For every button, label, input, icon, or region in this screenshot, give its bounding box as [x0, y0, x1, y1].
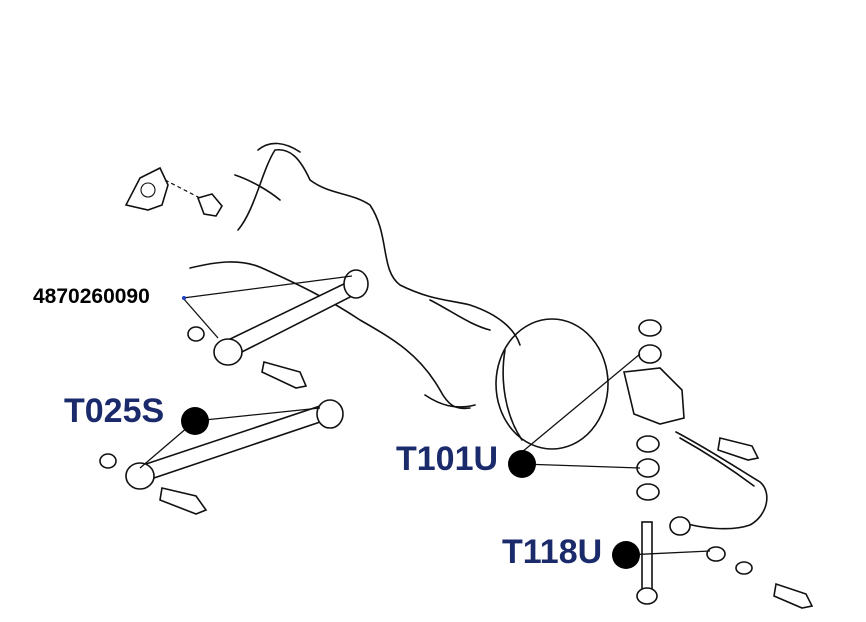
lower-arm-bolt: [159, 487, 208, 515]
stabilizer-bar: [675, 431, 768, 530]
stab-bush-mid: [636, 435, 660, 453]
stab-end: [669, 516, 691, 536]
lower-arm-bush-rear: [316, 399, 344, 429]
mount-bracket: [124, 166, 169, 211]
stab-bolt: [717, 437, 760, 461]
stab-bush-top: [638, 319, 662, 337]
axle-housing: [237, 149, 521, 346]
pointer-T101U: [521, 353, 641, 469]
bracket-bolt: [196, 193, 223, 217]
axle-housing-lower: [189, 261, 471, 410]
upper-arm-nut: [187, 326, 205, 342]
pointer-T118U: [625, 550, 711, 556]
stab-bush-bottom: [636, 483, 660, 501]
stab-mount-bracket: [623, 367, 685, 425]
hub-inner-edge: [502, 349, 523, 441]
lower-arm-nut: [99, 453, 117, 469]
upper-control-arm: [222, 278, 362, 358]
callout-dot-T101U: [508, 450, 536, 478]
stab-bush-upper: [638, 344, 662, 364]
axle-housing-tube: [424, 299, 491, 408]
upper-arm-bolt: [261, 360, 308, 389]
callout-dot-T025S: [181, 407, 209, 435]
link-bush-b: [735, 561, 753, 575]
stabilizer-bar-edge: [679, 437, 755, 487]
stab-link-end: [636, 587, 658, 605]
bolt-guide: [164, 179, 201, 199]
callout-label-T025S: T025S: [64, 392, 165, 430]
link-bolt: [773, 582, 814, 609]
callout-dot-4870260090: [182, 296, 186, 300]
axle-housing-top: [234, 142, 301, 201]
lower-arm-bush-front: [125, 462, 155, 490]
callout-dot-T118U: [612, 541, 640, 569]
callout-label-T118U: T118U: [502, 533, 603, 571]
stab-bush-lower: [636, 458, 660, 478]
wheel-hub: [495, 318, 609, 450]
upper-arm-bush-front: [213, 338, 243, 366]
upper-arm-bush-rear: [343, 269, 369, 299]
link-bush-a: [706, 546, 726, 562]
pointer-4870260090: [182, 275, 353, 339]
callout-label-T101U: T101U: [396, 440, 499, 478]
callout-label-4870260090: 4870260090: [33, 285, 150, 308]
bracket-hole: [140, 182, 156, 198]
